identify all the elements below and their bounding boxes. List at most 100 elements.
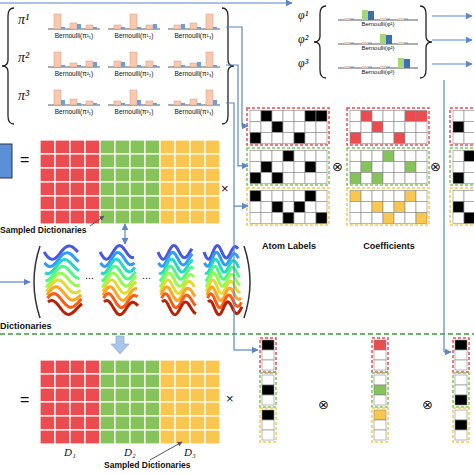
signal-line [0, 2, 292, 3]
label-cell [272, 191, 283, 202]
caption-text: Sampled Dictionaries [0, 226, 110, 235]
probability-bar [368, 11, 374, 20]
matrix-cell [85, 210, 100, 224]
dictionary-matrix: Sampled Dictionaries [40, 140, 220, 224]
matrix-cell [70, 210, 85, 224]
matrix-cell [160, 210, 175, 224]
signal-line [0, 281, 30, 282]
caption-text: Sampled Dictionaries [104, 461, 214, 470]
matrix-cell [70, 154, 85, 168]
probability-bar [130, 52, 137, 67]
label-cell [250, 191, 261, 202]
label-cell [316, 213, 327, 224]
matrix-cell [130, 430, 145, 444]
group-box [453, 408, 469, 442]
probability-bar [174, 25, 181, 29]
operator-symbol: × [226, 392, 234, 405]
vector-cell [374, 350, 386, 360]
vector-cell [374, 375, 386, 385]
caption-text: Bernoulli(φ²) [338, 45, 418, 52]
data-matrix [0, 144, 12, 178]
coefficient-cell [416, 173, 427, 184]
vector-cell [262, 350, 274, 360]
operator-symbol: = [20, 392, 29, 408]
matrix-cell [70, 360, 85, 374]
probability-bar [174, 61, 181, 67]
label-cell [316, 191, 327, 202]
coefficient-cell [394, 151, 405, 162]
label-cell [261, 151, 272, 162]
matrix-cell [190, 360, 205, 374]
matrix-cell [115, 154, 130, 168]
coefficient-cell [361, 202, 372, 213]
label-cell [453, 151, 464, 162]
matrix-cell [190, 182, 205, 196]
matrix-cell [190, 168, 205, 182]
variable-name: π¹ [18, 12, 40, 27]
operator-symbol: ⊗ [318, 398, 329, 411]
coefficient-cell [394, 122, 405, 133]
vector-cell [374, 395, 386, 405]
coefficient-cell [416, 122, 427, 133]
label-cell [294, 151, 305, 162]
probability-bar [153, 65, 157, 67]
probability-bar [213, 65, 217, 67]
coefficient-cell [383, 213, 394, 224]
matrix-cell [145, 182, 160, 196]
label-cell [294, 111, 305, 122]
matrix-cell [70, 182, 85, 196]
caption-text: D₂ [110, 446, 150, 458]
coefficient-cell [372, 111, 383, 122]
probability-bar [368, 43, 372, 45]
probability-bar [386, 35, 392, 44]
operator-symbol: = [20, 152, 29, 168]
matrix-cell [190, 388, 205, 402]
probability-bar [398, 58, 404, 68]
matrix-cell [115, 402, 130, 416]
matrix-cell [115, 430, 130, 444]
probability-bar [386, 67, 390, 69]
matrix-cell [55, 210, 70, 224]
matrix-cell [175, 374, 190, 388]
matrix-cell [145, 196, 160, 210]
vector-cell [455, 385, 467, 395]
matrix-cell [100, 388, 115, 402]
matrix-cell [85, 196, 100, 210]
group-box [347, 108, 429, 145]
coefficient-cell [394, 162, 405, 173]
chart-axis [338, 20, 418, 21]
probability-bar [93, 27, 97, 29]
coefficient-cell [383, 133, 394, 144]
coefficient-cell [372, 191, 383, 202]
probability-bar [114, 61, 121, 67]
coefficient-cell [361, 133, 372, 144]
matrix-cell [175, 416, 190, 430]
matrix-cell [175, 140, 190, 154]
label-cell [316, 133, 327, 144]
matrix-cell [145, 154, 160, 168]
label-cell [261, 202, 272, 213]
operator-symbol: ... [85, 270, 94, 281]
signal-line [234, 349, 258, 350]
probability-bar [153, 103, 157, 105]
operator-symbol: ... [142, 270, 151, 281]
probability-bar [404, 43, 408, 45]
matrix-cell [130, 210, 145, 224]
matrix-cell [100, 154, 115, 168]
label-cell [453, 173, 464, 184]
matrix-cell [205, 402, 220, 416]
matrix-cell [55, 168, 70, 182]
matrix-cell [100, 416, 115, 430]
vector-cell [374, 420, 386, 430]
label-cell [464, 111, 474, 122]
probability-bar [130, 90, 137, 105]
matrix-cell [55, 360, 70, 374]
label-cell [294, 162, 305, 173]
probability-bar [206, 90, 213, 105]
coefficient-cell [383, 202, 394, 213]
label-cell [316, 122, 327, 133]
matrix-cell [85, 416, 100, 430]
caption-text: Bernoulli(π²₃) [168, 70, 220, 77]
group-box [347, 148, 429, 185]
label-cell [305, 202, 316, 213]
